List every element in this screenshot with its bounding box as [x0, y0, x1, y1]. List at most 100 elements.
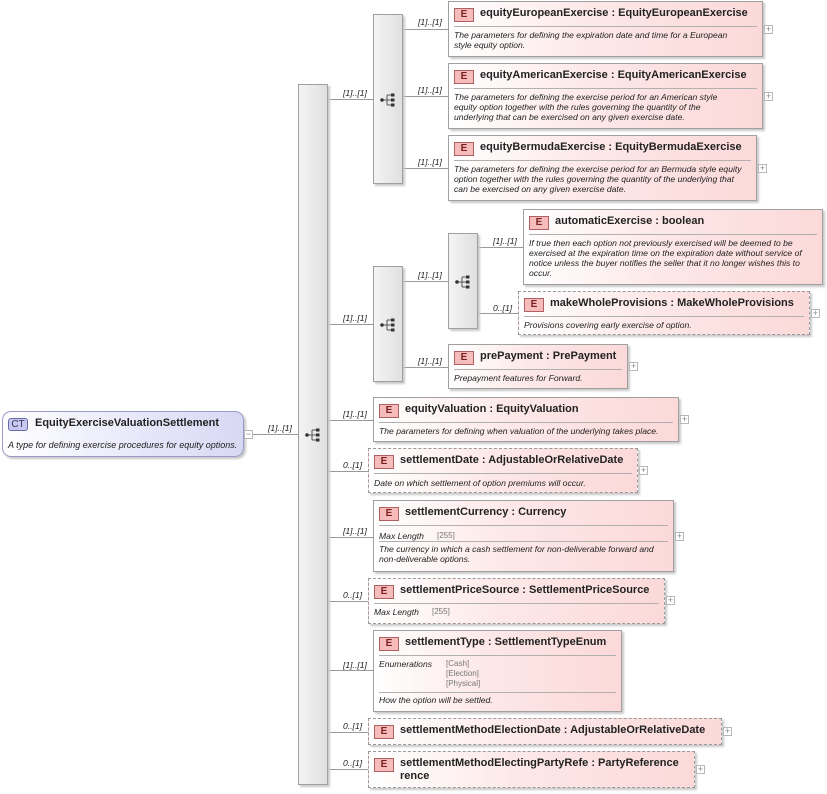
element-badge: E [379, 637, 399, 651]
element-badge: E [454, 70, 474, 84]
cardinality-label: [1]..[1] [343, 409, 367, 419]
element-description: If true then each option not previously … [529, 238, 802, 278]
expand-toggle[interactable]: + [629, 361, 638, 371]
expand-toggle[interactable]: + [764, 91, 773, 101]
element-description: Prepayment features for Forward. [454, 373, 583, 383]
connector [403, 367, 448, 368]
property-label: Max Length [379, 531, 424, 541]
cardinality-label: [1]..[1] [493, 236, 517, 246]
separator [379, 692, 616, 693]
property-label: Max Length [374, 607, 419, 617]
separator [374, 473, 632, 474]
expand-toggle[interactable]: + [666, 595, 675, 605]
element-title: settlementMethodElectionDate : Adjustabl… [400, 724, 706, 736]
expand-toggle[interactable]: + [680, 414, 689, 424]
sequence-icon [380, 93, 395, 107]
cardinality-label: [1]..[1] [418, 157, 442, 167]
element-badge: E [454, 142, 474, 156]
sequence-icon [380, 318, 395, 332]
element-badge: E [379, 404, 399, 418]
element-settlement-date[interactable]: E settlementDate : AdjustableOrRelativeD… [368, 448, 638, 493]
cardinality-label: [1]..[1] [343, 526, 367, 536]
connector [328, 324, 373, 325]
element-title: equityValuation : EquityValuation [405, 403, 579, 415]
expand-toggle[interactable]: + [675, 531, 684, 541]
element-title: settlementType : SettlementTypeEnum [405, 636, 607, 648]
element-description: The currency in which a cash settlement … [379, 544, 654, 564]
expand-toggle[interactable]: + [811, 308, 820, 318]
element-description: Date on which settlement of option premi… [374, 478, 586, 488]
expand-toggle[interactable]: + [764, 24, 773, 34]
element-badge: E [374, 758, 394, 772]
element-equity-european-exercise[interactable]: E equityEuropeanExercise : EquityEuropea… [448, 1, 763, 57]
separator [529, 234, 817, 235]
cardinality-label: [1]..[1] [418, 17, 442, 27]
collapse-toggle[interactable]: − [244, 429, 253, 439]
connector [328, 732, 368, 733]
element-description: The parameters for defining the exercise… [454, 92, 718, 122]
separator [379, 525, 668, 526]
element-badge: E [374, 725, 394, 739]
separator [454, 369, 622, 370]
property-value: [255] [437, 531, 455, 540]
element-equity-bermuda-exercise[interactable]: E equityBermudaExercise : EquityBermudaE… [448, 135, 757, 201]
separator [454, 26, 757, 27]
enum-value: [Cash] [446, 659, 470, 668]
property-value: [255] [432, 607, 450, 616]
connector [403, 96, 448, 97]
element-title: prePayment : PrePayment [480, 350, 617, 362]
element-description: The parameters for defining the expirati… [454, 30, 728, 50]
element-settlement-price-source[interactable]: E settlementPriceSource : SettlementPric… [368, 578, 665, 624]
element-equity-valuation[interactable]: E equityValuation : EquityValuation The … [373, 397, 679, 442]
sequence-compositor[interactable] [373, 14, 403, 184]
complex-type-description: A type for defining exercise procedures … [8, 440, 238, 450]
expand-toggle[interactable]: + [758, 163, 767, 173]
separator [379, 655, 616, 656]
connector [328, 670, 373, 671]
cardinality-label: 0..[1] [343, 590, 363, 600]
connector [403, 281, 448, 282]
connector [328, 769, 368, 770]
sequence-compositor[interactable] [373, 266, 403, 382]
cardinality-label: 0..[1] [493, 303, 513, 313]
expand-toggle[interactable]: + [696, 764, 705, 774]
sequence-compositor[interactable] [448, 233, 478, 329]
element-title: settlementPriceSource : SettlementPriceS… [400, 584, 650, 596]
element-badge: E [374, 455, 394, 469]
connector [328, 471, 368, 472]
enum-value: [Physical] [446, 679, 481, 688]
sequence-icon [305, 428, 320, 442]
element-settlement-method-election-date[interactable]: E settlementMethodElectionDate : Adjusta… [368, 718, 722, 745]
element-title: equityBermudaExercise : EquityBermudaExe… [480, 141, 742, 153]
element-title: settlementDate : AdjustableOrRelativeDat… [400, 454, 624, 466]
element-description: Provisions covering early exercise of op… [524, 320, 692, 330]
element-automatic-exercise[interactable]: E automaticExercise : boolean If true th… [523, 209, 823, 285]
element-title: equityAmericanExercise : EquityAmericanE… [480, 69, 747, 81]
connector [478, 313, 518, 314]
element-settlement-currency[interactable]: E settlementCurrency : Currency Max Leng… [373, 500, 674, 572]
separator [374, 603, 659, 604]
element-settlement-method-electing-party-reference[interactable]: E settlementMethodElectingPartyRefe : Pa… [368, 751, 695, 788]
expand-toggle[interactable]: + [639, 465, 648, 475]
sequence-compositor[interactable] [298, 84, 328, 785]
element-settlement-type[interactable]: E settlementType : SettlementTypeEnum En… [373, 630, 622, 712]
element-title-continued: rence [400, 770, 430, 782]
element-description: The parameters for defining when valuati… [379, 426, 659, 436]
element-badge: E [454, 351, 474, 365]
sequence-icon [455, 275, 470, 289]
complex-type-box[interactable]: CT EquityExerciseValuationSettlement A t… [2, 411, 244, 457]
element-title: equityEuropeanExercise : EquityEuropeanE… [480, 7, 748, 19]
element-make-whole-provisions[interactable]: E makeWholeProvisions : MakeWholeProvisi… [518, 291, 810, 335]
cardinality-label: [1]..[1] [418, 356, 442, 366]
element-equity-american-exercise[interactable]: E equityAmericanExercise : EquityAmerica… [448, 63, 763, 129]
element-title: makeWholeProvisions : MakeWholeProvision… [550, 297, 794, 309]
separator [454, 88, 757, 89]
element-prepayment[interactable]: E prePayment : PrePayment Prepayment fea… [448, 344, 628, 389]
element-badge: E [529, 216, 549, 230]
element-badge: E [454, 8, 474, 22]
cardinality-label: 0..[1] [343, 460, 363, 470]
cardinality-label: [1]..[1] [418, 270, 442, 280]
expand-toggle[interactable]: + [723, 726, 732, 736]
separator [379, 541, 668, 542]
